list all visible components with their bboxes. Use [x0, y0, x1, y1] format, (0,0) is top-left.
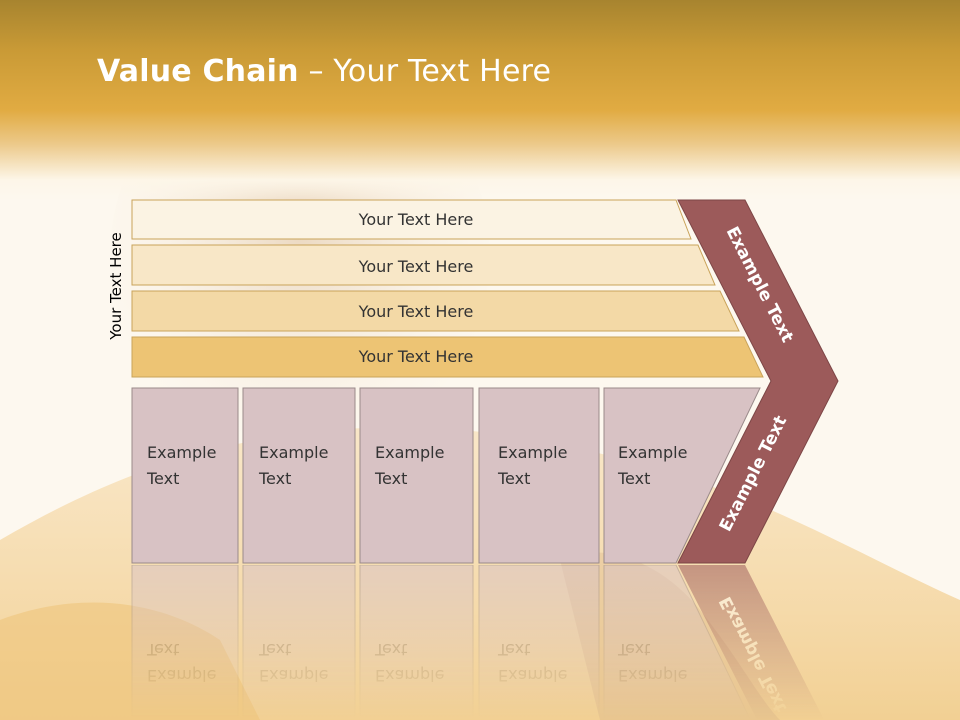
row-3-label: Your Text Here [358, 302, 474, 321]
activity-box-5-line1: Example [618, 443, 687, 462]
reflection-box-3-line2: Text [374, 640, 407, 659]
diagram-main: Your Text Here Your Text Here Your Text … [131, 199, 839, 564]
reflection-box-4-line2: Text [497, 640, 530, 659]
activity-box-5 [603, 387, 761, 564]
reflection-box-2-line2: Text [258, 640, 291, 659]
diagram-reflection: Example Text Example Text Example Text E… [131, 564, 825, 720]
row-4-shape [131, 336, 764, 378]
reflection-box-2-line1: Example [259, 666, 328, 685]
activity-box-2 [242, 387, 356, 564]
row-1-shape [131, 199, 692, 240]
activity-box-2-line1: Example [259, 443, 328, 462]
row-2-shape [131, 244, 716, 286]
activity-box-3-line2: Text [374, 469, 407, 488]
row-2-label: Your Text Here [358, 257, 474, 276]
activity-box-1 [131, 387, 239, 564]
activity-box-4 [478, 387, 600, 564]
activity-box-1-line1: Example [147, 443, 216, 462]
activity-box-3 [359, 387, 474, 564]
header-band [0, 0, 960, 200]
reflection-box-4-line1: Example [498, 666, 567, 685]
activity-box-4-line2: Text [497, 469, 530, 488]
reflection-box-5-line1: Example [618, 666, 687, 685]
title-rest: – Your Text Here [298, 54, 552, 89]
activity-box-4-line1: Example [498, 443, 567, 462]
activity-box-3-line1: Example [375, 443, 444, 462]
row-3-shape [131, 290, 740, 332]
activity-box-2-line2: Text [258, 469, 291, 488]
title-bold: Value Chain [97, 54, 299, 89]
reflection-box-3-line1: Example [375, 666, 444, 685]
reflection-box-1-line2: Text [146, 640, 179, 659]
row-4-label: Your Text Here [358, 347, 474, 366]
page-title: Value Chain – Your Text Here [97, 54, 551, 89]
activity-box-1-line2: Text [146, 469, 179, 488]
reflection-box-1-line1: Example [147, 666, 216, 685]
row-1-label: Your Text Here [358, 210, 474, 229]
activity-box-5-line2: Text [617, 469, 650, 488]
margin-chevron [677, 199, 839, 564]
reflection-box-5-line2: Text [617, 640, 650, 659]
